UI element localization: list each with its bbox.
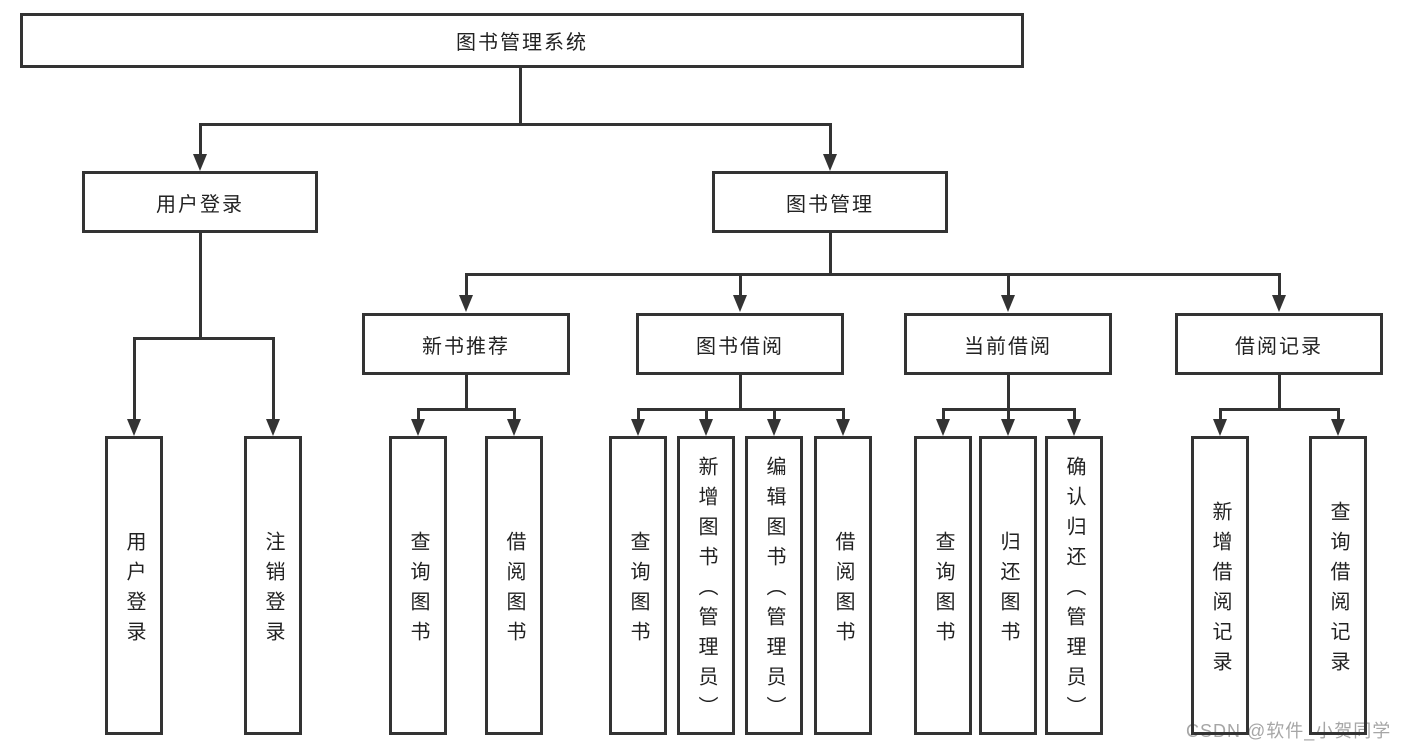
- connector-stem: [1007, 411, 1010, 421]
- node-label: 查询借阅记录: [1327, 500, 1349, 681]
- arrow-down-book-borrow: [733, 295, 747, 312]
- node-label: 图书管理: [786, 193, 874, 216]
- arrow-down: [1331, 419, 1345, 436]
- node-new-book-recommendation: 新书推荐: [362, 313, 570, 375]
- arrow-down: [507, 419, 521, 436]
- arrow-down: [1001, 419, 1015, 436]
- node-label: 图书管理系统: [456, 32, 588, 54]
- connector-userlogin-stub: [199, 233, 202, 339]
- node-label: 归还图书: [997, 530, 1019, 651]
- leaf-add-books-admin: 新增图书（管理员）: [677, 436, 735, 735]
- connector-currentborrow-hline: [942, 408, 1076, 411]
- connector-borrowrecords-stub: [1278, 375, 1281, 411]
- connector-borrowrecords-hline: [1219, 408, 1340, 411]
- connector-stem: [705, 411, 708, 421]
- connector-stem-leaf-logout: [272, 340, 275, 419]
- node-label: 新增借阅记录: [1209, 500, 1231, 681]
- connector-bookmgmt-stub: [829, 233, 832, 276]
- arrow-down: [767, 419, 781, 436]
- connector-root-hline: [199, 123, 832, 126]
- connector-stem-book-management: [829, 123, 832, 156]
- connector-currentborrow-stub: [1007, 375, 1010, 411]
- connector-bookborrow-hline: [637, 408, 845, 411]
- leaf-logout-login: 注销登录: [244, 436, 302, 735]
- node-library-management-system: 图书管理系统: [20, 13, 1024, 68]
- node-label: 注销登录: [262, 530, 284, 651]
- leaf-return-books: 归还图书: [979, 436, 1037, 735]
- node-label: 当前借阅: [964, 335, 1052, 358]
- connector-newbook-stub: [465, 375, 468, 411]
- arrow-down: [1067, 419, 1081, 436]
- node-user-login: 用户登录: [82, 171, 318, 233]
- node-label: 查询图书: [407, 530, 429, 651]
- arrow-down-current-borrow: [1001, 295, 1015, 312]
- connector-stem: [1073, 411, 1076, 421]
- connector-stem: [773, 411, 776, 421]
- connector-stem: [942, 411, 945, 421]
- node-label: 确认归还（管理员）: [1063, 455, 1085, 726]
- leaf-borrow-books-recommend: 借阅图书: [485, 436, 543, 735]
- connector-stem: [417, 411, 420, 421]
- connector-root-stub: [519, 68, 522, 123]
- csdn-watermark: CSDN @软件_小贺同学: [1186, 721, 1392, 741]
- connector-stem: [1337, 411, 1340, 421]
- node-label: 用户登录: [123, 530, 145, 651]
- node-label: 用户登录: [156, 193, 244, 216]
- arrow-down-leaf-user-login: [127, 419, 141, 436]
- arrow-down-user-login: [193, 154, 207, 171]
- node-book-borrowing: 图书借阅: [636, 313, 844, 375]
- arrow-down: [631, 419, 645, 436]
- connector-stem-user-login: [199, 123, 202, 156]
- leaf-add-borrow-record: 新增借阅记录: [1191, 436, 1249, 735]
- node-label: 新书推荐: [422, 335, 510, 358]
- leaf-query-books-current: 查询图书: [914, 436, 972, 735]
- node-label: 借阅图书: [503, 530, 525, 651]
- leaf-confirm-return-admin: 确认归还（管理员）: [1045, 436, 1103, 735]
- node-label: 借阅图书: [832, 530, 854, 651]
- node-label: 查询图书: [627, 530, 649, 651]
- node-label: 新增图书（管理员）: [695, 455, 717, 726]
- leaf-query-borrow-record: 查询借阅记录: [1309, 436, 1367, 735]
- connector-userlogin-hline: [133, 337, 275, 340]
- leaf-user-login: 用户登录: [105, 436, 163, 735]
- connector-stem: [1219, 411, 1222, 421]
- connector-stem: [637, 411, 640, 421]
- node-label: 查询图书: [932, 530, 954, 651]
- connector-newbook-hline: [417, 408, 516, 411]
- leaf-query-books-borrow: 查询图书: [609, 436, 667, 735]
- arrow-down: [936, 419, 950, 436]
- connector-stem: [842, 411, 845, 421]
- leaf-edit-books-admin: 编辑图书（管理员）: [745, 436, 803, 735]
- arrow-down-borrow-records: [1272, 295, 1286, 312]
- arrow-down: [699, 419, 713, 436]
- connector-bookborrow-stub: [739, 375, 742, 411]
- arrow-down-book-management: [823, 154, 837, 171]
- connector-stem: [513, 411, 516, 421]
- node-label: 编辑图书（管理员）: [763, 455, 785, 726]
- arrow-down: [836, 419, 850, 436]
- leaf-borrow-books: 借阅图书: [814, 436, 872, 735]
- connector-stem-new-book: [465, 276, 468, 296]
- node-label: 借阅记录: [1235, 335, 1323, 358]
- connector-stem-leaf-user-login: [133, 340, 136, 419]
- node-book-management: 图书管理: [712, 171, 948, 233]
- connector-stem-borrow-records: [1278, 276, 1281, 296]
- arrow-down-leaf-logout: [266, 419, 280, 436]
- leaf-query-books-recommend: 查询图书: [389, 436, 447, 735]
- node-borrowing-records: 借阅记录: [1175, 313, 1383, 375]
- node-label: 图书借阅: [696, 335, 784, 358]
- node-current-borrowing: 当前借阅: [904, 313, 1112, 375]
- arrow-down: [411, 419, 425, 436]
- connector-stem-book-borrow: [739, 276, 742, 296]
- connector-stem-current-borrow: [1007, 276, 1010, 296]
- arrow-down: [1213, 419, 1227, 436]
- arrow-down-new-book: [459, 295, 473, 312]
- connector-bookmgmt-hline: [465, 273, 1281, 276]
